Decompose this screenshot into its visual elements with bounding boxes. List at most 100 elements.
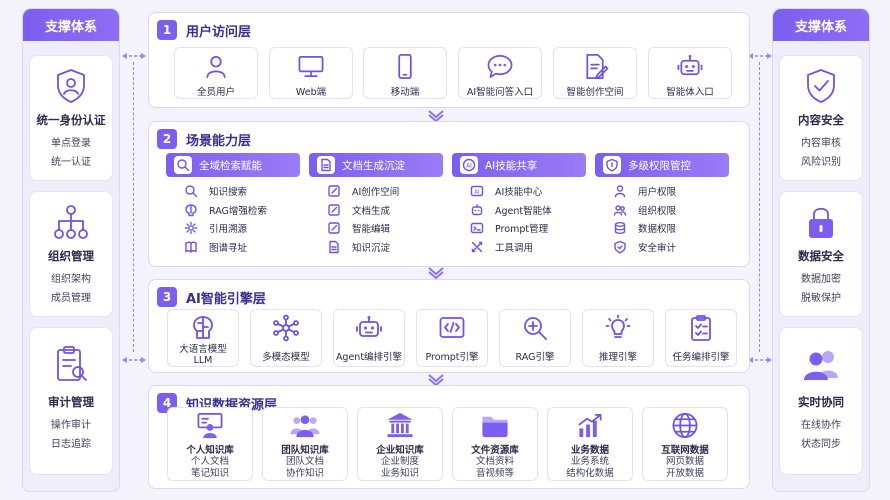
resource-line: 笔记知识 [190,468,229,479]
layer-user-access: 1 用户访问层 全员用户 Web端 移动端 AI智能问答入口 智能创作空间 [148,12,750,108]
entry-card-all-users[interactable]: 全员用户 [174,47,258,99]
resource-line: 网页数据 [665,456,704,467]
engine-card-multimodal[interactable]: 多模态模型 [250,309,322,367]
left-panel-title: 支撑体系 [23,9,119,41]
capability-item-label: 用户权限 [638,187,677,199]
side-card-collab[interactable]: 实时协同 在线协作 状态同步 [779,327,863,475]
layer-ai-engine: 3 AI智能引擎层 大语言模型 LLM 多模态模型 Agent编排引擎 [148,279,750,373]
entry-card-creation-space[interactable]: 智能创作空间 [553,47,637,99]
terminal-icon [470,223,484,234]
capability-item[interactable]: 知识搜索 [166,182,300,201]
capability-item[interactable]: 组织权限 [595,201,729,220]
capability-item[interactable]: 文档生成 [309,201,443,220]
capability-item[interactable]: AI创作空间 [309,182,443,201]
user-icon [614,185,626,198]
resource-card-team[interactable]: 团队知识库 团队文档 协作知识 [262,407,348,481]
entry-card-web[interactable]: Web端 [269,47,353,99]
capability-item-label: Agent智能体 [495,205,552,217]
user-icon [206,55,226,78]
document-icon [317,156,335,174]
capability-column-permissions: 多级权限管控 用户权限 组织权限 数据权限 安全审计 [595,153,729,256]
side-card-line: 操作审计 [51,420,91,431]
right-vertical-connector [759,62,760,352]
capability-header[interactable]: 全域检索赋能 [166,153,300,177]
side-card-title: 实时协同 [798,395,844,409]
robot-icon [677,54,703,76]
chart-icon [578,413,602,438]
side-card-identity[interactable]: 统一身份认证 单点登录 统一认证 [29,55,113,181]
engine-card-prompt[interactable]: Prompt引擎 [416,309,488,367]
capability-item[interactable]: 数据权限 [595,219,729,238]
engine-label: 多模态模型 [262,352,310,363]
engine-card-llm[interactable]: 大语言模型 LLM [167,309,239,367]
engine-card-agent-orchestration[interactable]: Agent编排引擎 [333,309,405,367]
layer-knowledge-data: 4 知识数据资源层 个人知识库 个人文档 笔记知识 团队知识库 团队文档 协作知… [148,385,750,489]
entry-card-agent[interactable]: 智能体入口 [648,47,732,99]
side-card-line: 日志追踪 [51,439,91,450]
capability-item-label: Prompt管理 [495,224,549,236]
resource-card-business[interactable]: 业务数据 业务系统 结构化数据 [547,407,633,481]
side-card-data-security[interactable]: 数据安全 数据加密 脱敏保护 [779,191,863,317]
layer-title: 场景能力层 [186,133,252,149]
capability-item[interactable]: 引用溯源 [166,219,300,238]
resource-card-internet[interactable]: 互联网数据 网页数据 开放数据 [642,407,728,481]
capability-item[interactable]: 工具调用 [452,238,586,257]
engine-card-task-orchestration[interactable]: 任务编排引擎 [665,309,737,367]
capability-item[interactable]: 安全审计 [595,238,729,257]
capability-header[interactable]: 文档生成沉淀 [309,153,443,177]
capability-header[interactable]: AI AI技能共享 [452,153,586,177]
layer-number: 2 [157,129,177,149]
ai-icon: AI [460,156,478,174]
entry-label: AI智能问答入口 [466,87,534,98]
shield-icon [614,240,626,254]
right-panel-title: 支撑体系 [773,9,869,41]
search-icon [174,156,192,174]
engine-card-rag[interactable]: RAG引擎 [499,309,571,367]
checklist-icon [691,315,711,341]
capability-item[interactable]: RAG增强检索 [166,201,300,220]
resource-card-files[interactable]: 文件资源库 文档资料 音视频等 [452,407,538,481]
pen-icon [328,222,340,234]
side-card-line: 在线协作 [801,420,841,431]
resource-title: 个人知识库 [186,445,234,456]
left-support-panel: 支撑体系 统一身份认证 单点登录 统一认证 组织管理 组织架构 成员管理 [22,8,120,492]
side-card-content-security[interactable]: 内容安全 内容审核 风险识别 [779,55,863,181]
capability-item-label: 知识沉淀 [352,242,391,254]
capability-item[interactable]: 图谱寻址 [166,238,300,257]
capability-item[interactable]: Agent智能体 [452,201,586,220]
capability-item-label: 智能编辑 [352,224,391,236]
layer-header: 2 场景能力层 [157,129,251,149]
capability-header[interactable]: 多级权限管控 [595,153,729,177]
resource-line: 开放数据 [665,468,704,479]
lock-icon [809,207,833,238]
capability-item[interactable]: 用户权限 [595,182,729,201]
resource-title: 业务数据 [570,445,609,456]
bulb-icon [605,314,631,338]
side-card-line: 统一认证 [51,157,91,168]
side-card-audit[interactable]: 审计管理 操作审计 日志追踪 [29,327,113,475]
engine-label-secondary: LLM [193,355,213,366]
resource-card-enterprise[interactable]: 企业知识库 企业制度 业务知识 [357,407,443,481]
users-icon [613,205,627,216]
entry-card-mobile[interactable]: 移动端 [363,47,447,99]
capability-item[interactable]: 智能编辑 [309,219,443,238]
side-card-org[interactable]: 组织管理 组织架构 成员管理 [29,191,113,317]
capability-item[interactable]: 知识沉淀 [309,238,443,257]
shield-icon [603,156,621,174]
resource-card-personal[interactable]: 个人知识库 个人文档 笔记知识 [167,407,253,481]
doc-edit-icon [586,54,609,79]
side-card-line: 内容审核 [801,138,841,149]
entry-card-ai-chat[interactable]: AI智能问答入口 [458,47,542,99]
capability-item-label: 文档生成 [352,205,391,217]
layer-header: 3 AI智能引擎层 [157,287,266,307]
shield-check-icon [807,69,835,103]
side-card-title: 内容安全 [798,113,844,127]
layer-header: 1 用户访问层 [157,20,251,40]
resource-title: 互联网数据 [661,445,709,456]
capability-item[interactable]: Prompt管理 [452,219,586,238]
database-icon [614,222,626,235]
capability-item-label: 安全审计 [638,242,677,254]
engine-card-reasoning[interactable]: 推理引擎 [582,309,654,367]
